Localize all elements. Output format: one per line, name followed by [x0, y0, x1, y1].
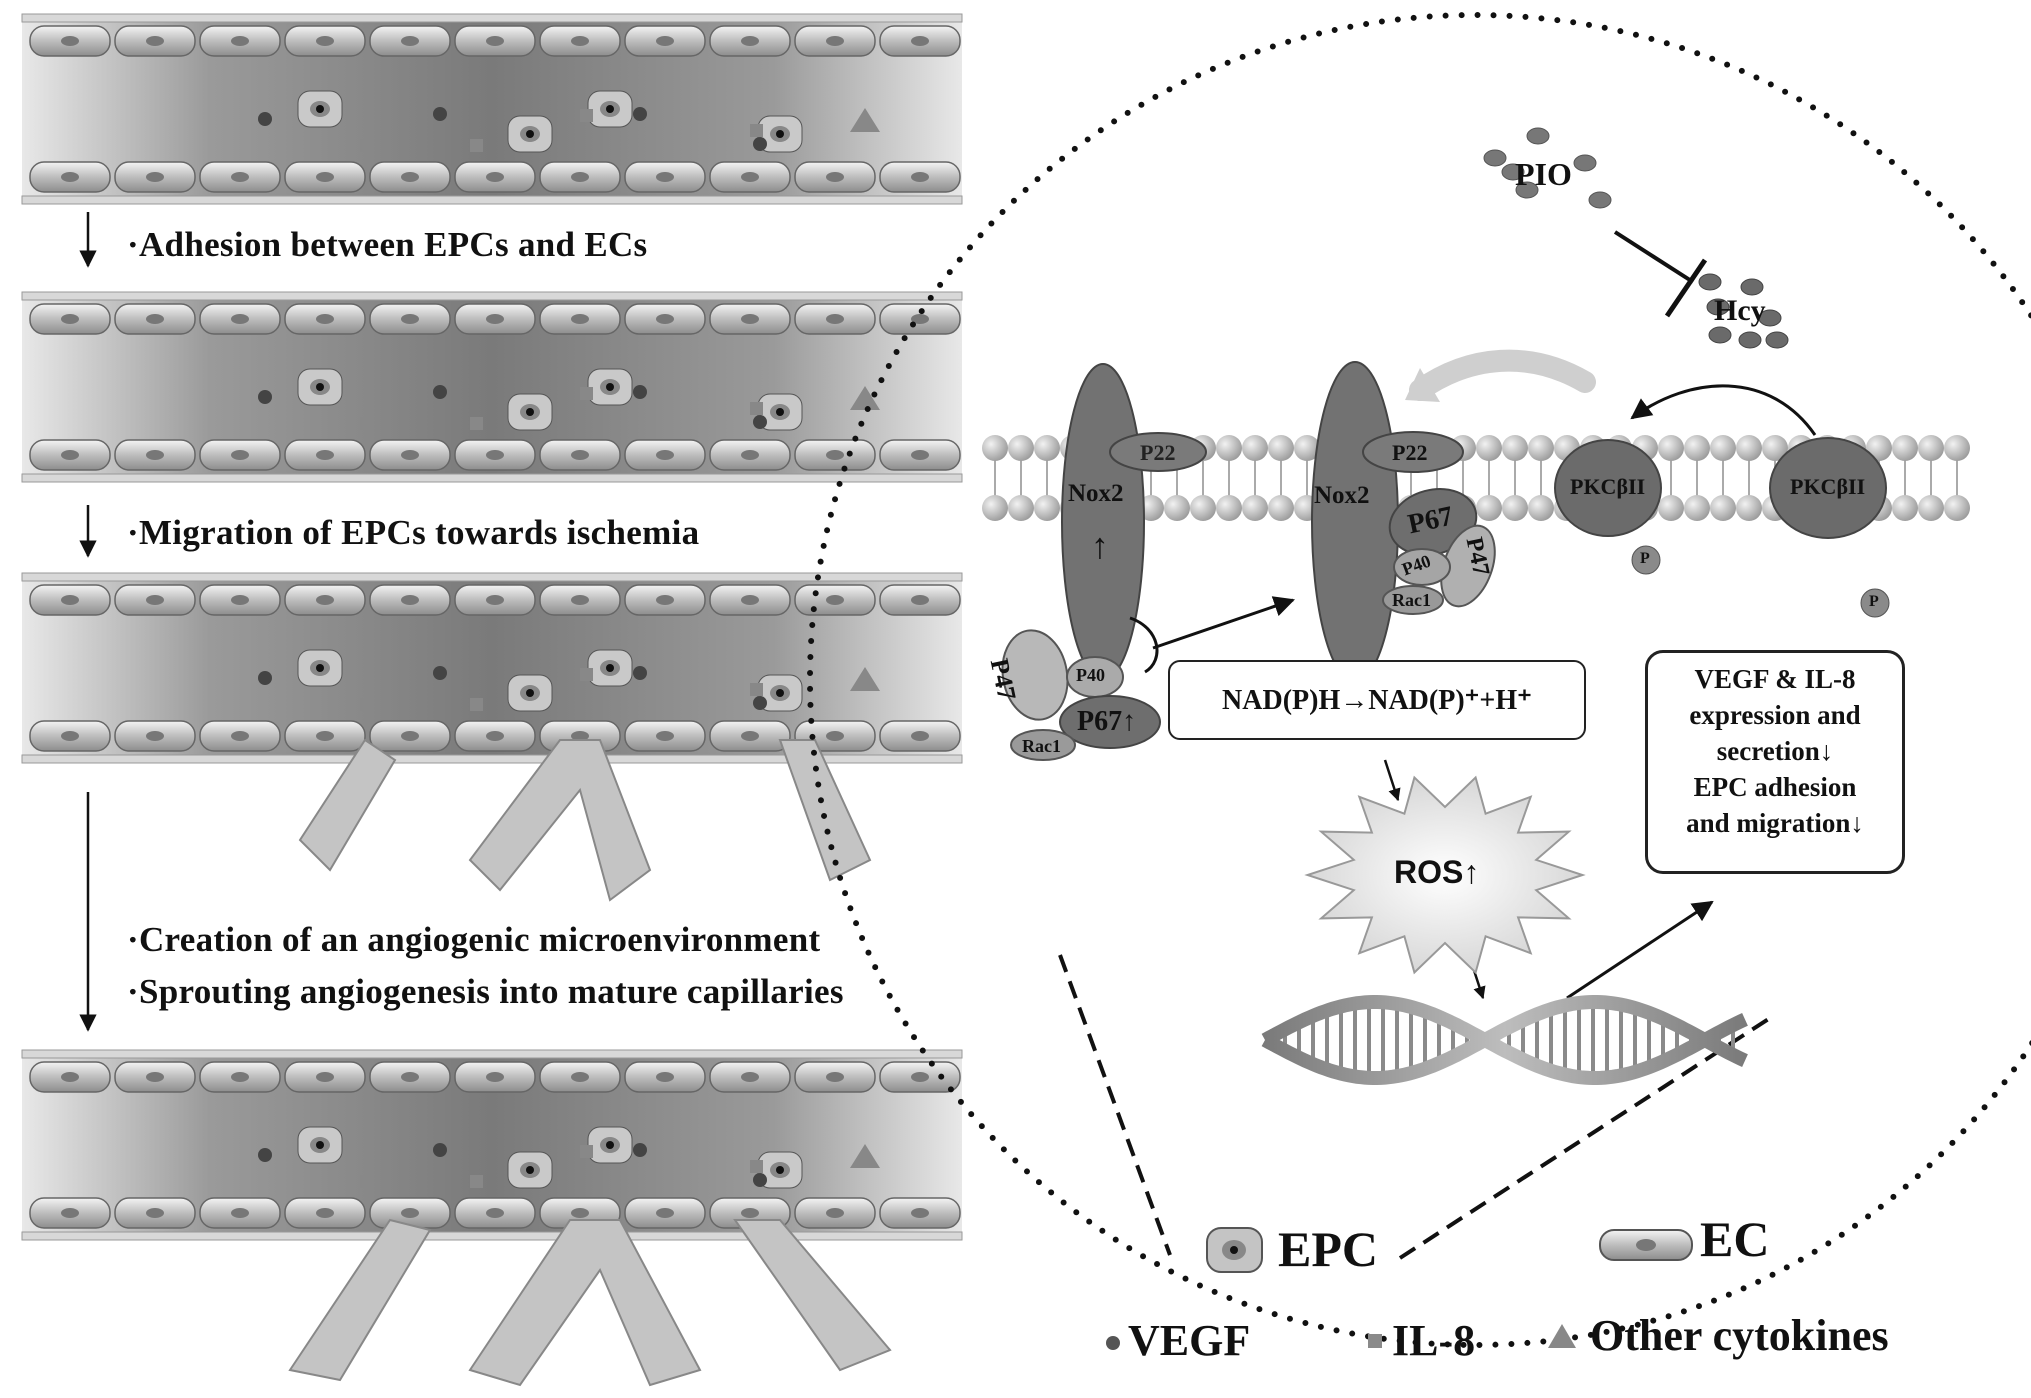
phospho-dot-2 [1860, 588, 1890, 618]
pio-molecules [1483, 127, 1612, 209]
nad-reaction-box: NAD(P)H→NAD(P)⁺+H⁺ [1168, 660, 1586, 740]
sprouts-stage-3 [298, 738, 872, 902]
step-3a-label: ·Creation of an angiogenic microenvironm… [127, 920, 821, 959]
phospho-label-1: P [1640, 550, 1650, 567]
nad-reaction-text: NAD(P)H→NAD(P)⁺+H⁺ [1222, 685, 1532, 716]
ros-label: ROS↑ [1394, 854, 1480, 890]
pkc-right-label: PKCβII [1790, 474, 1866, 499]
outcome-line-5: and migration↓ [1686, 808, 1864, 838]
nox2-left-up-arrow: ↑ [1091, 526, 1109, 566]
inhibition-line [1613, 230, 1695, 284]
assembly-arrow [1152, 596, 1295, 650]
rac1-left-label: Rac1 [1022, 736, 1061, 756]
p40-left-label: P40 [1076, 665, 1105, 685]
hcy-molecules [1698, 273, 1789, 349]
nad-to-ros-arrow [1383, 759, 1401, 802]
hcy-label: Hcy [1714, 294, 1766, 327]
legend-il8-label: IL-8 [1392, 1316, 1476, 1365]
outcome-line-4: EPC adhesion [1693, 772, 1857, 802]
legend-epc-shape [1206, 1227, 1263, 1273]
vessel-2 [21, 291, 963, 483]
sprouts-stage-4 [288, 1218, 892, 1387]
legend-other-triangle [1548, 1324, 1576, 1348]
legend-vegf-dot [1106, 1336, 1120, 1350]
pkc-right [1769, 437, 1887, 539]
pkc-left-label: PKCβII [1570, 474, 1646, 499]
zoom-line-right [1398, 1016, 1772, 1260]
dna-to-outcome-arrow [1566, 900, 1714, 1000]
legend-epc-label: EPC [1278, 1221, 1378, 1277]
curved-grey-arrow [1409, 349, 1596, 401]
step-1-label: ·Adhesion between EPCs and ECs [127, 225, 648, 264]
phospho-dot-1 [1631, 545, 1661, 575]
nox2-right-label: Nox2 [1314, 482, 1370, 509]
p67-left [1059, 695, 1161, 749]
assembly-bracket [1129, 616, 1159, 674]
step-3b-label: ·Sprouting angiogenesis into mature capi… [127, 972, 844, 1011]
pio-label: PIO [1515, 156, 1572, 192]
p22-left-label: P22 [1140, 440, 1176, 465]
p22-right [1362, 431, 1464, 473]
legend-ec-shape [1599, 1229, 1693, 1261]
rac1-left [1010, 729, 1076, 761]
step-2-label: ·Migration of EPCs towards ischemia [127, 513, 700, 552]
zoom-circle-outline [807, 12, 2031, 1348]
vessel-4 [21, 1049, 963, 1241]
dna-helix [1261, 995, 1748, 1085]
rac1-right-label: Rac1 [1392, 590, 1431, 610]
nox2-right [1311, 361, 1399, 683]
outcome-line-2: expression and [1689, 700, 1861, 730]
legend-il8-square [1368, 1334, 1382, 1348]
p67-left-label: P67↑ [1077, 706, 1137, 737]
inhibition-bar [1664, 258, 1708, 318]
legend-vegf-label: VEGF [1128, 1316, 1251, 1365]
zoom-line-left [1058, 954, 1172, 1256]
outcome-line-3: secretion↓ [1716, 736, 1834, 766]
legend-other-label: Other cytokines [1590, 1311, 1889, 1360]
nox2-left-label: Nox2 [1068, 480, 1124, 507]
outcome-line-1: VEGF & IL-8 [1694, 664, 1856, 694]
vessel-1 [21, 13, 963, 205]
rac1-right [1382, 585, 1444, 615]
vessel-3 [21, 572, 963, 764]
ros-burst [1304, 775, 1586, 975]
p40-right [1393, 548, 1451, 586]
legend-ec-label: EC [1700, 1211, 1770, 1267]
p22-left [1109, 432, 1207, 472]
p47-left [1001, 629, 1069, 721]
pkc-left [1554, 439, 1662, 537]
p22-right-label: P22 [1392, 440, 1428, 465]
outcome-box: VEGF & IL-8 expression and secretion↓ EP… [1645, 650, 1905, 874]
nox2-left [1061, 363, 1145, 681]
phospho-label-2: P [1869, 593, 1879, 610]
pkc-translocation-arrow [1630, 384, 1817, 436]
